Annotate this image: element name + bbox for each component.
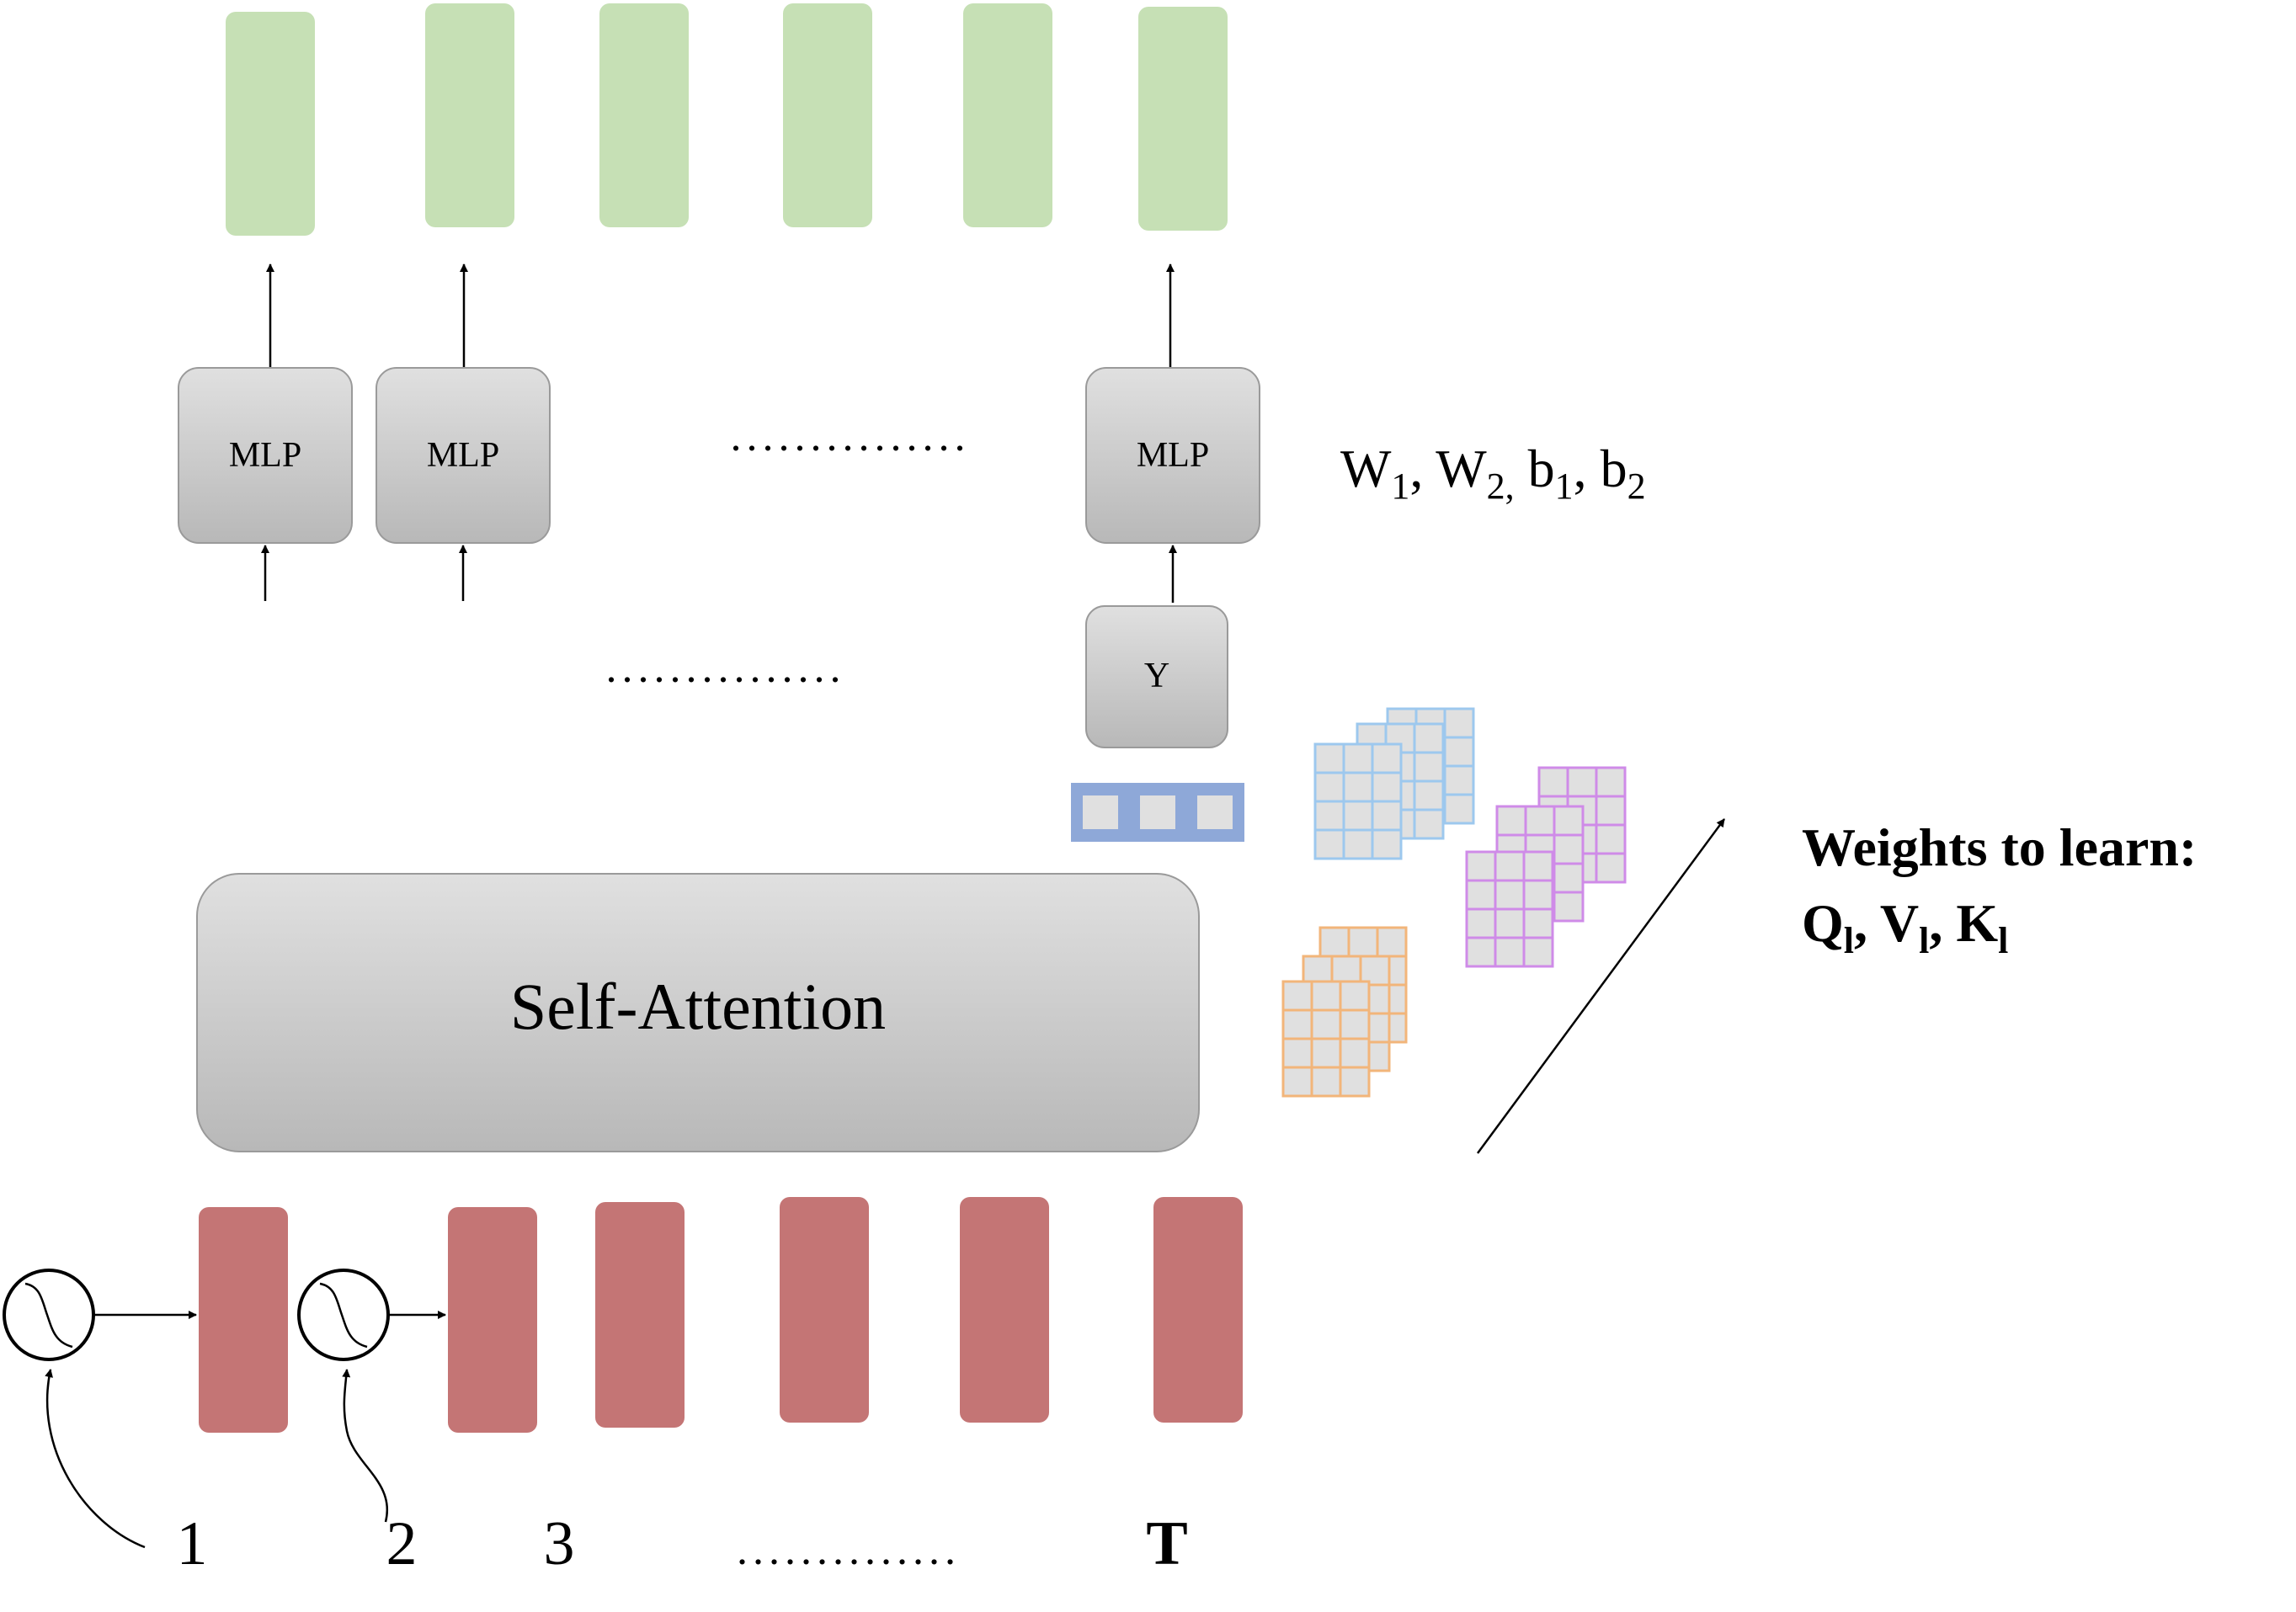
mlp-output-arrows <box>266 263 1175 368</box>
param-b2-sub: 2 <box>1627 466 1646 507</box>
param-Q-sub: l <box>1844 920 1854 961</box>
self-attention-label: Self-Attention <box>510 970 886 1043</box>
position-label-T: T <box>1146 1509 1187 1578</box>
sine-wave-circle-icon <box>297 1269 390 1361</box>
weight-matrix <box>1465 850 1554 968</box>
position-link <box>342 1369 388 1523</box>
param-b1: b <box>1528 439 1555 498</box>
vector-cell <box>1140 795 1175 829</box>
param-W2: W <box>1436 439 1487 498</box>
mlp-box <box>1085 367 1260 544</box>
vector-cell <box>1197 795 1233 829</box>
self-attention-box <box>196 873 1200 1152</box>
input-token <box>1153 1197 1243 1423</box>
mlp-label: MLP <box>229 436 301 475</box>
output-token <box>425 3 514 227</box>
weights-heading: Weights to learn: <box>1802 817 2197 877</box>
mlp-parameters: W1, W2, b1, b2 <box>1340 439 1646 507</box>
position-link <box>45 1369 146 1549</box>
attention-output-vector <box>1071 783 1244 842</box>
param-b1-sub: 1 <box>1555 466 1574 507</box>
input-token-row <box>199 1197 1243 1433</box>
mlp-ellipsis: ............... <box>731 412 971 460</box>
input-token <box>199 1207 288 1433</box>
positional-encoding-1 <box>3 1269 197 1549</box>
mlp-label: MLP <box>427 436 499 475</box>
param-V-sub: l <box>1919 920 1929 961</box>
param-V: V <box>1880 893 1919 953</box>
param-K: K <box>1956 893 1998 953</box>
mlp-box <box>178 367 353 544</box>
param-b2: b <box>1601 439 1627 498</box>
weight-matrix <box>1313 742 1403 860</box>
vector-cell <box>1083 795 1118 829</box>
sine-wave-circle-icon <box>3 1269 95 1361</box>
bottom-ellipsis: .............. <box>737 1526 961 1574</box>
input-token <box>960 1197 1049 1423</box>
mlp-input-arrows <box>261 545 1177 603</box>
position-label-1: 1 <box>177 1509 208 1578</box>
input-token <box>780 1197 869 1423</box>
param-W2-sub: 2, <box>1487 466 1515 507</box>
y-label: Y <box>1144 657 1169 695</box>
position-label-2: 2 <box>386 1509 418 1578</box>
y-box <box>1085 605 1228 748</box>
attention-parameters: Ql, Vl, Kl <box>1802 893 2008 961</box>
weight-matrices <box>1281 707 1627 1098</box>
mlp-box <box>376 367 551 544</box>
input-token <box>595 1202 685 1428</box>
input-token <box>448 1207 537 1433</box>
output-token <box>963 3 1052 227</box>
weight-matrix <box>1281 980 1371 1098</box>
param-Q: Q <box>1802 893 1844 953</box>
output-token <box>226 12 315 236</box>
output-token <box>1138 7 1228 231</box>
weights-arrow <box>1476 818 1726 1154</box>
mlp-block: MLP MLP MLP <box>178 367 1260 544</box>
output-token <box>783 3 872 227</box>
param-W1: W <box>1340 439 1392 498</box>
param-W1-sub: 1 <box>1391 466 1409 507</box>
output-token <box>599 3 689 227</box>
middle-ellipsis: ............... <box>606 644 846 692</box>
param-K-sub: l <box>1998 920 2008 961</box>
output-token-row <box>226 3 1228 236</box>
position-label-3: 3 <box>544 1509 575 1578</box>
mlp-label: MLP <box>1137 436 1209 475</box>
positional-encoding-2 <box>297 1269 446 1523</box>
